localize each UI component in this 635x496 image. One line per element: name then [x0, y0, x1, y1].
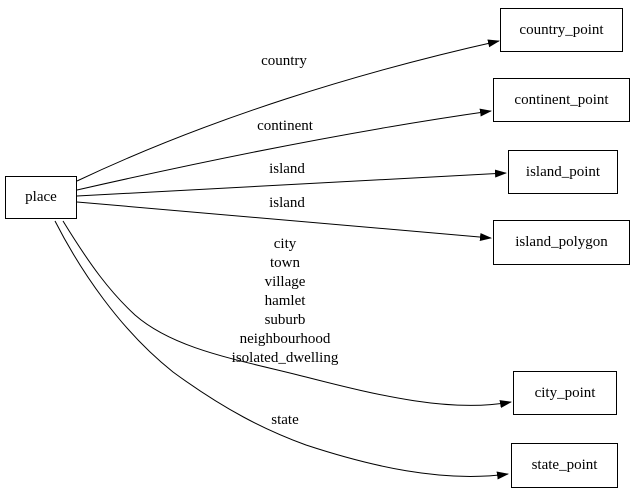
edge-label-city: city: [273, 236, 297, 252]
node-state-point-label: state_point: [531, 457, 598, 473]
node-island-point: island_point: [508, 150, 618, 194]
edge-label-continent: continent: [257, 118, 313, 134]
node-country-point: country_point: [500, 8, 623, 52]
edge-label-neighbourhood: neighbourhood: [239, 331, 331, 347]
edge-label-state: state: [271, 412, 299, 428]
edge-place-country-point: [76, 39, 500, 182]
node-country-point-label: country_point: [519, 21, 604, 38]
node-continent-point-label: continent_point: [514, 91, 609, 108]
node-state-point: state_point: [511, 443, 618, 488]
node-continent-point: continent_point: [493, 78, 630, 122]
node-island-polygon: island_polygon: [493, 220, 630, 265]
edge-place-city-point: [62, 220, 512, 408]
edge-label-island-point: island: [269, 161, 305, 177]
node-city-point-label: city_point: [534, 384, 596, 401]
node-city-point: city_point: [513, 371, 617, 415]
node-island-point-label: island_point: [525, 163, 601, 180]
edge-label-island-polygon: island: [269, 195, 305, 211]
edge-place-island-point: [76, 169, 507, 197]
edge-label-village: village: [264, 274, 306, 290]
node-place: place: [5, 176, 77, 219]
edge-label-isolated-dwelling: isolated_dwelling: [231, 350, 339, 366]
edge-label-country: country: [261, 53, 307, 69]
node-place-label: place: [25, 189, 57, 205]
edge-label-hamlet: hamlet: [264, 293, 306, 309]
edge-place-island-polygon: [76, 201, 492, 242]
node-island-polygon-label: island_polygon: [515, 234, 608, 250]
edge-label-city-group: city town village hamlet suburb neighbou…: [232, 235, 339, 368]
edge-place-continent-point: [76, 108, 492, 191]
edge-label-suburb: suburb: [264, 312, 306, 328]
edge-place-state-point: [54, 220, 509, 480]
edge-label-town: town: [270, 255, 300, 271]
